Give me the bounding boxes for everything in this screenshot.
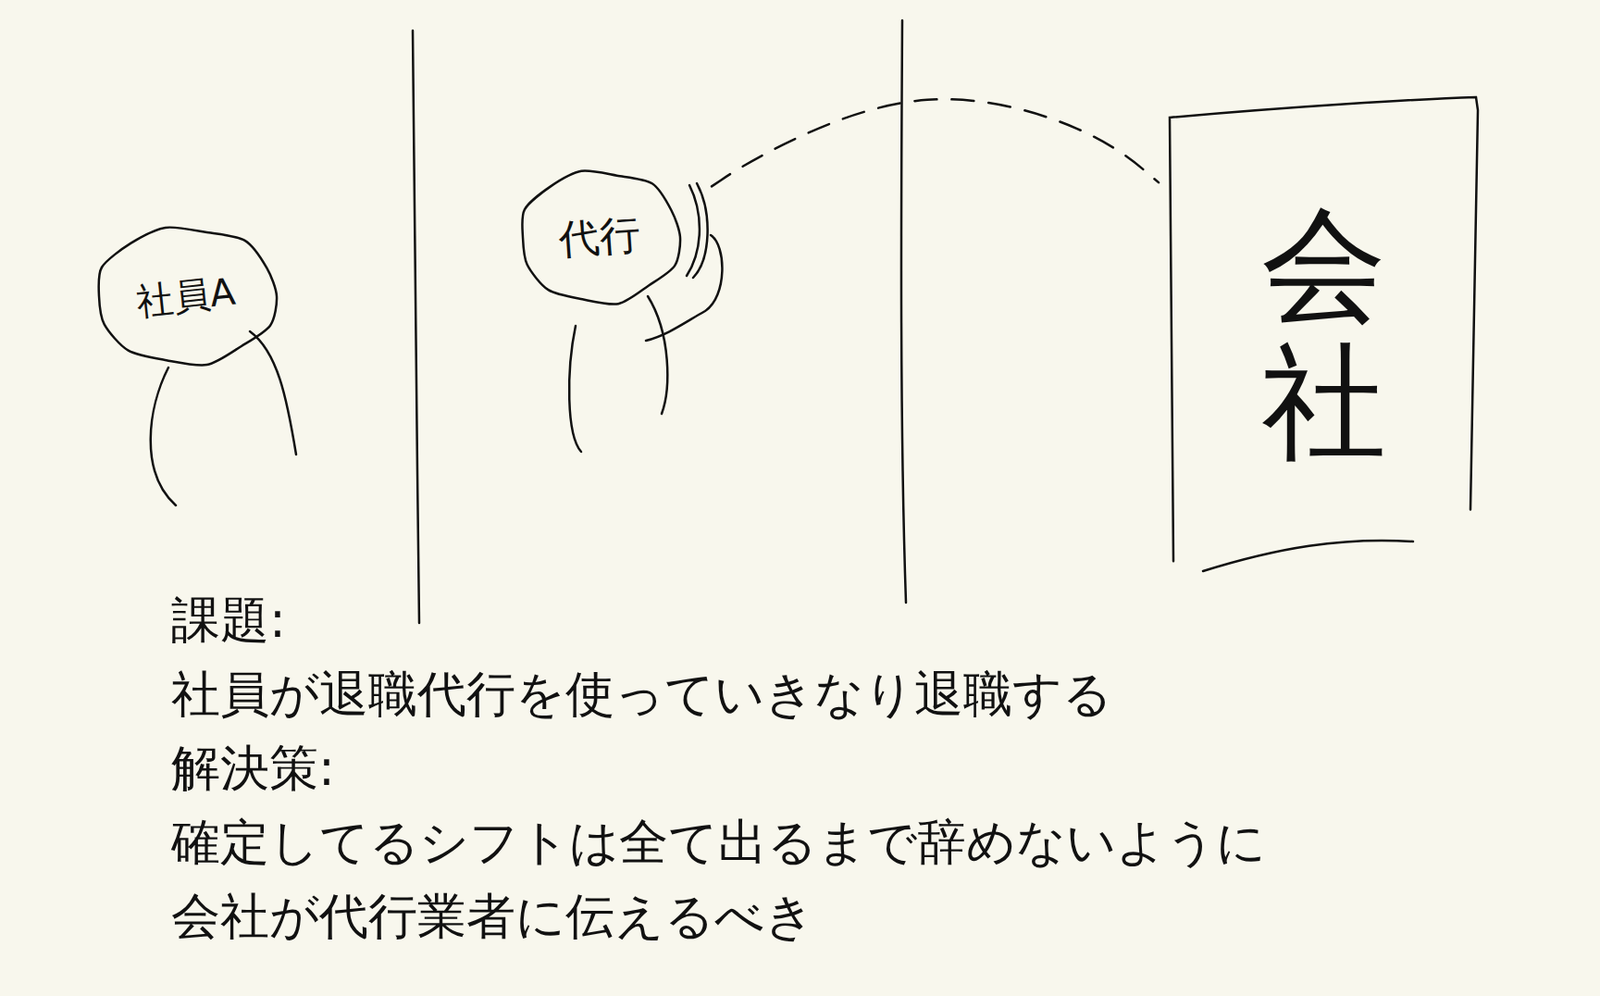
- person-head: 代行: [515, 168, 684, 307]
- company-building: 会社: [1167, 97, 1480, 571]
- node-label: 社員A: [134, 271, 237, 323]
- note-text: 解決策:: [171, 731, 1393, 806]
- note-text: 課題:: [171, 582, 1393, 658]
- phone: [686, 185, 700, 276]
- note-block: 課題:社員が退職代行を使っていきなり退職する解決策:確定してるシフトは全て出るま…: [171, 582, 1393, 954]
- ground-line: [1203, 540, 1414, 571]
- note-text: 社員が退職代行を使っていきなり退職する: [171, 657, 1393, 732]
- divider-line: [901, 20, 906, 603]
- node-label: 会社: [1261, 197, 1387, 472]
- person-body: [569, 325, 582, 452]
- phone: [693, 183, 708, 278]
- person-body: [150, 367, 176, 506]
- person-body: [647, 296, 668, 414]
- node-label: 代行: [557, 211, 642, 262]
- divider-line: [412, 30, 420, 623]
- dashed-connector: [711, 99, 1159, 187]
- node-outline-path: [1169, 97, 1478, 561]
- node-outline-path: [521, 171, 681, 305]
- person-body: [249, 331, 297, 455]
- node-outline-path: [99, 227, 277, 366]
- note-text: 確定してるシフトは全て出るまで辞めないように 会社が代行業者に伝えるべき: [171, 805, 1393, 954]
- person-head: 社員A: [91, 224, 281, 368]
- phone-arm: [645, 235, 722, 341]
